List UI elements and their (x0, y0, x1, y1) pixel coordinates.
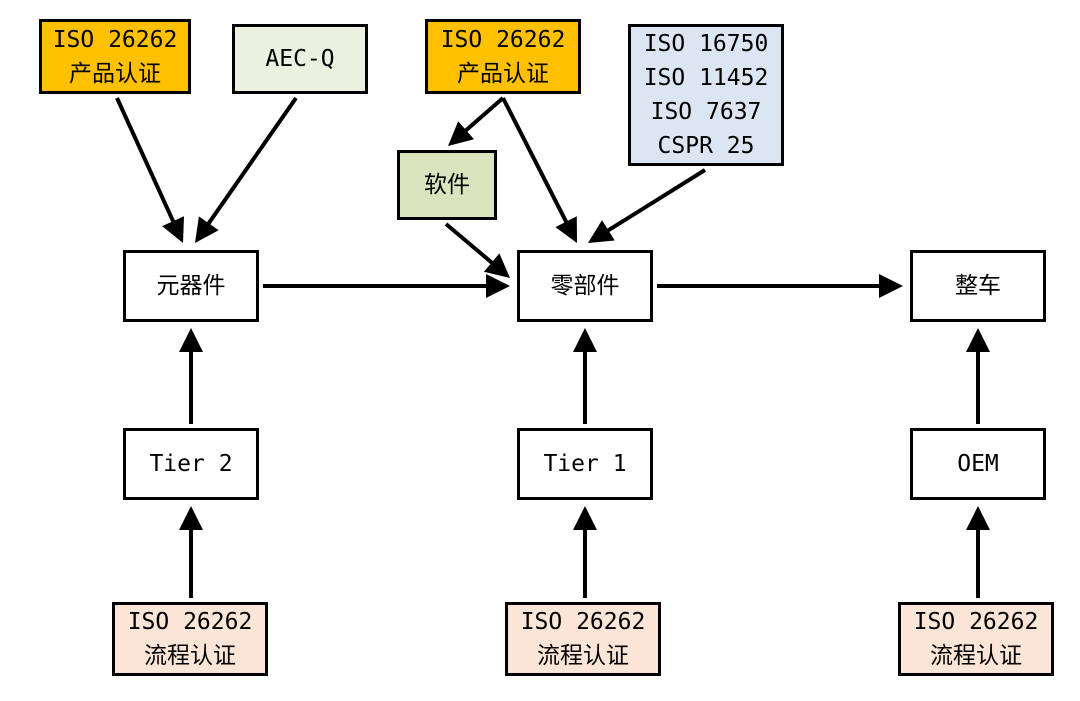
iso-11452-label: ISO 11452 (643, 65, 769, 91)
iso-7637-label: ISO 7637 (650, 99, 762, 125)
product-cert-left-standard: ISO 26262 (52, 26, 178, 53)
component-label: 元器件 (156, 273, 226, 299)
process-cert-box-middle: ISO 26262 流程认证 (505, 602, 661, 676)
aec-q-box: AEC-Q (232, 24, 368, 94)
iso-standards-box: ISO 16750 ISO 11452 ISO 7637 CSPR 25 (628, 24, 784, 166)
arrowhead-iso_standards-to-part (588, 220, 615, 243)
edge-software-to-part (444, 222, 495, 266)
arrowhead-product_cert_mid-to-software (448, 121, 474, 146)
process-cert-mid-standard: ISO 26262 (520, 609, 646, 635)
process-cert-left-standard: ISO 26262 (127, 609, 253, 635)
iso-16750-label: ISO 16750 (643, 31, 769, 57)
product-cert-box-middle: ISO 26262 产品认证 (425, 19, 581, 94)
process-cert-left-label: 流程认证 (144, 643, 236, 669)
tier-1-label: Tier 1 (543, 451, 627, 477)
part-label: 零部件 (550, 273, 620, 299)
arrowhead-aec_q-to-component (195, 216, 219, 243)
arrowhead-component-to-part (486, 274, 510, 298)
cspr-25-label: CSPR 25 (657, 133, 755, 159)
edge-product_cert_mid-to-software (463, 96, 505, 134)
arrowhead-tier2-to-component (179, 328, 203, 352)
software-label: 软件 (424, 172, 470, 198)
component-box: 元器件 (123, 250, 259, 322)
edge-product_cert_mid-to-part (501, 97, 569, 225)
tier-1-box: Tier 1 (517, 428, 653, 500)
arrowhead-process_cert_left-to-tier2 (179, 506, 203, 530)
arrowhead-tier1-to-part (573, 328, 597, 352)
arrowhead-process_cert_mid-to-tier1 (573, 506, 597, 530)
oem-box: OEM (910, 428, 1046, 500)
aec-q-label: AEC-Q (265, 46, 335, 72)
arrowhead-process_cert_right-to-oem (966, 506, 990, 530)
edge-iso_standards-to-part (605, 168, 707, 234)
arrowhead-oem-to-vehicle (966, 328, 990, 352)
edge-aec_q-to-component (205, 96, 298, 227)
process-cert-right-label: 流程认证 (930, 643, 1022, 669)
oem-label: OEM (957, 451, 999, 477)
process-cert-right-standard: ISO 26262 (913, 609, 1039, 635)
product-cert-mid-standard: ISO 26262 (440, 26, 566, 53)
process-cert-box-left: ISO 26262 流程认证 (112, 602, 268, 676)
software-box: 软件 (397, 150, 497, 220)
arrowhead-software-to-part (483, 253, 510, 278)
arrowhead-part-to-vehicle (879, 274, 903, 298)
product-cert-left-label: 产品认证 (69, 60, 161, 87)
tier-2-box: Tier 2 (123, 428, 259, 500)
vehicle-box: 整车 (910, 250, 1046, 322)
process-cert-box-right: ISO 26262 流程认证 (898, 602, 1054, 676)
process-cert-mid-label: 流程认证 (537, 643, 629, 669)
arrowhead-product_cert_left-to-component (162, 216, 184, 243)
vehicle-label: 整车 (955, 273, 1001, 299)
arrowhead-product_cert_mid-to-part (555, 216, 577, 243)
edge-product_cert_left-to-component (115, 97, 176, 224)
product-cert-mid-label: 产品认证 (457, 60, 549, 87)
product-cert-box-left: ISO 26262 产品认证 (39, 19, 191, 94)
part-box: 零部件 (517, 250, 653, 322)
tier-2-label: Tier 2 (149, 451, 233, 477)
